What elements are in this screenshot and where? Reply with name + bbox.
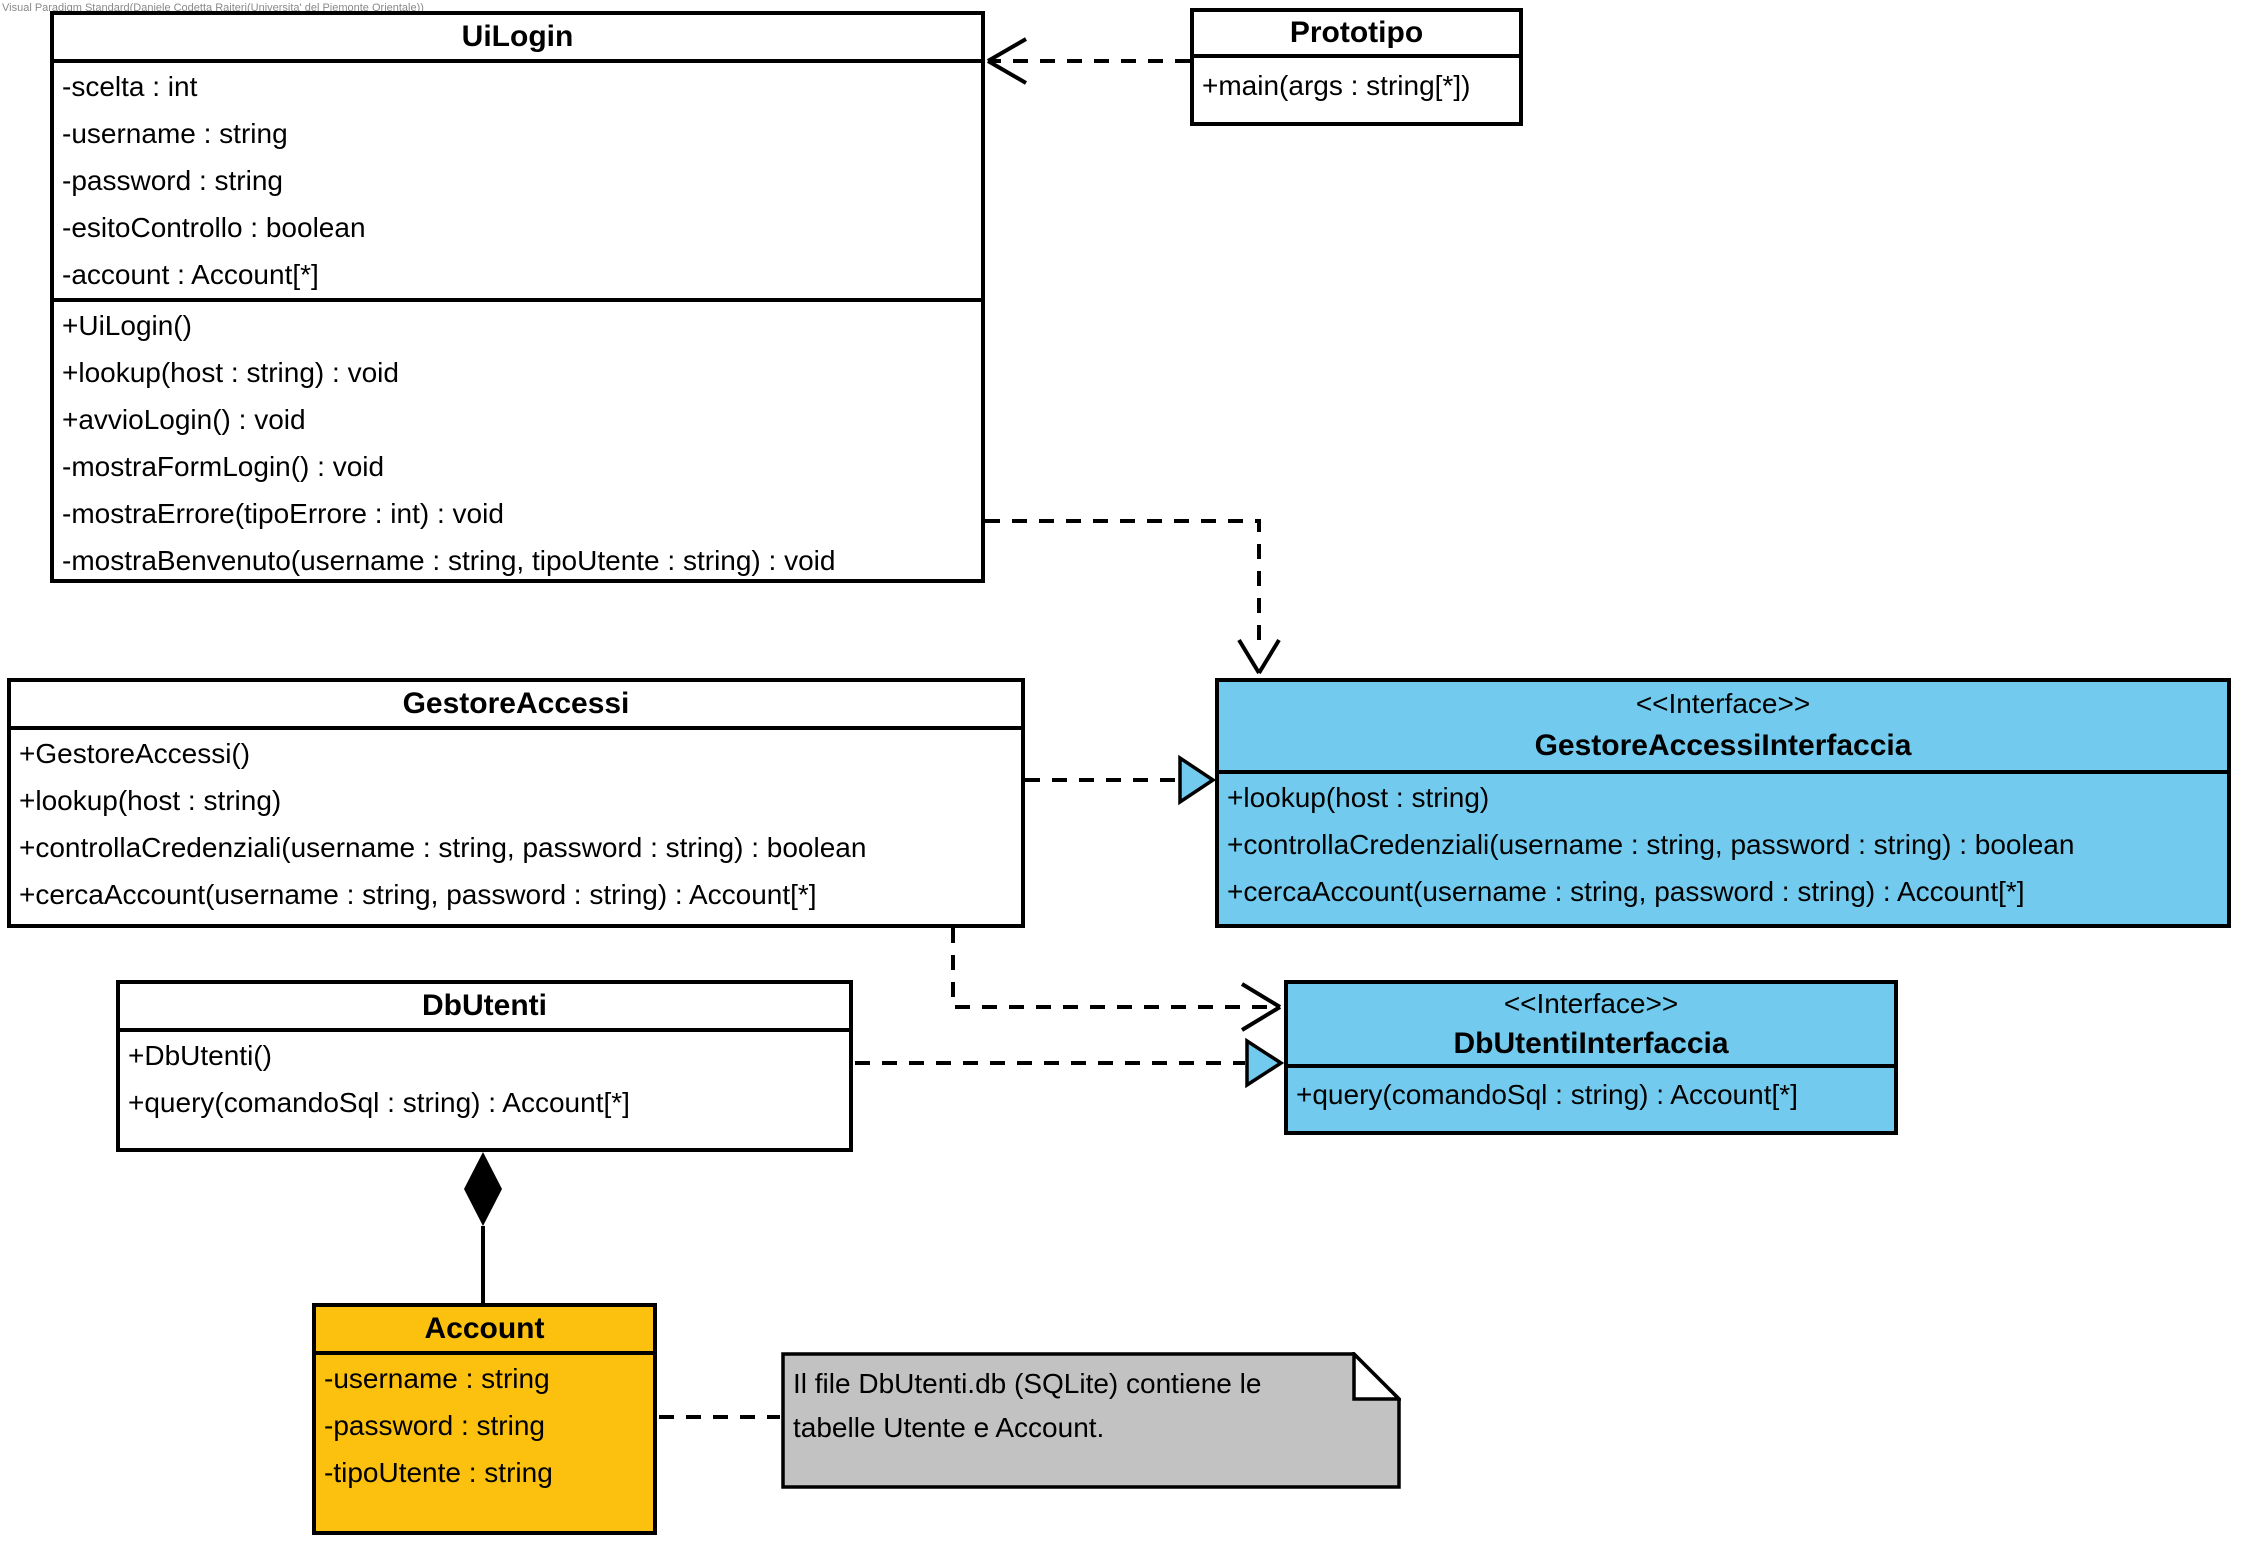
class-prototipo-name: Prototipo xyxy=(1289,16,1424,49)
attribute: -username : string xyxy=(324,1363,550,1394)
class-gestoreaccessi: GestoreAccessi +GestoreAccessi() +lookup… xyxy=(7,678,1025,928)
attribute: -tipoUtente : string xyxy=(324,1457,553,1488)
dependency-gestoreaccessi-to-dbutentiinterfaccia xyxy=(951,928,1282,1032)
note-fold-corner-icon xyxy=(1352,1349,1404,1401)
interface-gestoreaccessiinterfaccia-name: GestoreAccessiInterfaccia xyxy=(1534,729,1912,762)
class-account-name: Account xyxy=(424,1312,545,1345)
method: +DbUtenti() xyxy=(128,1040,272,1071)
method: -mostraFormLogin() : void xyxy=(62,451,385,482)
interface-dbutentiinterfaccia: <<Interface>> DbUtentiInterfaccia +query… xyxy=(1284,980,1898,1135)
triangle-arrowhead-icon xyxy=(1178,754,1217,806)
composition-diamond-icon xyxy=(464,1152,502,1226)
attribute: -username : string xyxy=(62,118,288,149)
method: +lookup(host : string) : void xyxy=(62,357,399,388)
interface-stereotype: <<Interface>> xyxy=(1635,688,1811,719)
method: -mostraErrore(tipoErrore : int) : void xyxy=(62,498,504,529)
open-arrowhead-icon xyxy=(986,37,1028,85)
triangle-arrowhead-icon xyxy=(1245,1037,1285,1089)
attribute: -scelta : int xyxy=(62,71,198,102)
method: +main(args : string[*]) xyxy=(1202,70,1471,101)
class-uilogin-attributes: -scelta : int -username : string -passwo… xyxy=(54,63,981,298)
attribute: -password : string xyxy=(62,165,283,196)
class-gestoreaccessi-methods: +GestoreAccessi() +lookup(host : string)… xyxy=(11,730,1021,918)
class-account-attributes: -username : string -password : string -t… xyxy=(316,1355,653,1496)
class-account: Account -username : string -password : s… xyxy=(312,1303,657,1535)
attribute: -account : Account[*] xyxy=(62,259,319,290)
method: +controllaCredenziali(username : string,… xyxy=(19,832,867,863)
dependency-prototipo-to-uilogin xyxy=(986,37,1190,85)
class-prototipo-methods: +main(args : string[*]) xyxy=(1194,58,1519,109)
method: +lookup(host : string) xyxy=(19,785,282,816)
method: +GestoreAccessi() xyxy=(19,738,251,769)
composition-dbutenti-to-account xyxy=(464,1152,502,1305)
open-arrowhead-icon xyxy=(1240,982,1282,1032)
method: +lookup(host : string) xyxy=(1227,782,1490,813)
note-text: Il file DbUtenti.db (SQLite) contiene le… xyxy=(793,1368,1262,1443)
method: +query(comandoSql : string) : Account[*] xyxy=(1296,1079,1798,1110)
class-dbutenti: DbUtenti +DbUtenti() +query(comandoSql :… xyxy=(116,980,853,1152)
method: +query(comandoSql : string) : Account[*] xyxy=(128,1087,630,1118)
method: +cercaAccount(username : string, passwor… xyxy=(1227,876,2025,907)
method: +avvioLogin() : void xyxy=(62,404,306,435)
dependency-uilogin-to-gestoreaccessiinterfaccia xyxy=(985,519,1281,675)
interface-gestoreaccessiinterfaccia: <<Interface>> GestoreAccessiInterfaccia … xyxy=(1215,678,2231,928)
attribute: -esitoControllo : boolean xyxy=(62,212,366,243)
interface-dbutentiinterfaccia-methods: +query(comandoSql : string) : Account[*] xyxy=(1288,1068,1894,1118)
method: -mostraBenvenuto(username : string, tipo… xyxy=(62,545,836,576)
class-uilogin-name: UiLogin xyxy=(461,20,574,53)
class-prototipo: Prototipo +main(args : string[*]) xyxy=(1190,8,1523,126)
interface-dbutentiinterfaccia-name: DbUtentiInterfaccia xyxy=(1453,1027,1729,1060)
class-gestoreaccessi-name: GestoreAccessi xyxy=(402,687,630,720)
realization-gestoreaccessi-to-gestoreaccessiinterfaccia xyxy=(1025,754,1217,806)
note-shape xyxy=(781,1349,1404,1489)
interface-stereotype: <<Interface>> xyxy=(1503,988,1679,1019)
class-uilogin: UiLogin -scelta : int -username : string… xyxy=(50,11,985,583)
uml-note: Il file DbUtenti.db (SQLite) contiene le… xyxy=(781,1349,1404,1489)
class-dbutenti-name: DbUtenti xyxy=(422,989,547,1022)
attribute: -password : string xyxy=(324,1410,545,1441)
interface-gestoreaccessiinterfaccia-methods: +lookup(host : string) +controllaCredenz… xyxy=(1219,774,2227,915)
open-arrowhead-icon xyxy=(1237,638,1281,675)
class-dbutenti-methods: +DbUtenti() +query(comandoSql : string) … xyxy=(120,1032,849,1126)
realization-dbutenti-to-dbutentiinterfaccia xyxy=(855,1037,1285,1089)
method: +UiLogin() xyxy=(62,310,192,341)
method: +controllaCredenziali(username : string,… xyxy=(1227,829,2075,860)
class-uilogin-methods: +UiLogin() +lookup(host : string) : void… xyxy=(54,298,981,584)
method: +cercaAccount(username : string, passwor… xyxy=(19,879,817,910)
